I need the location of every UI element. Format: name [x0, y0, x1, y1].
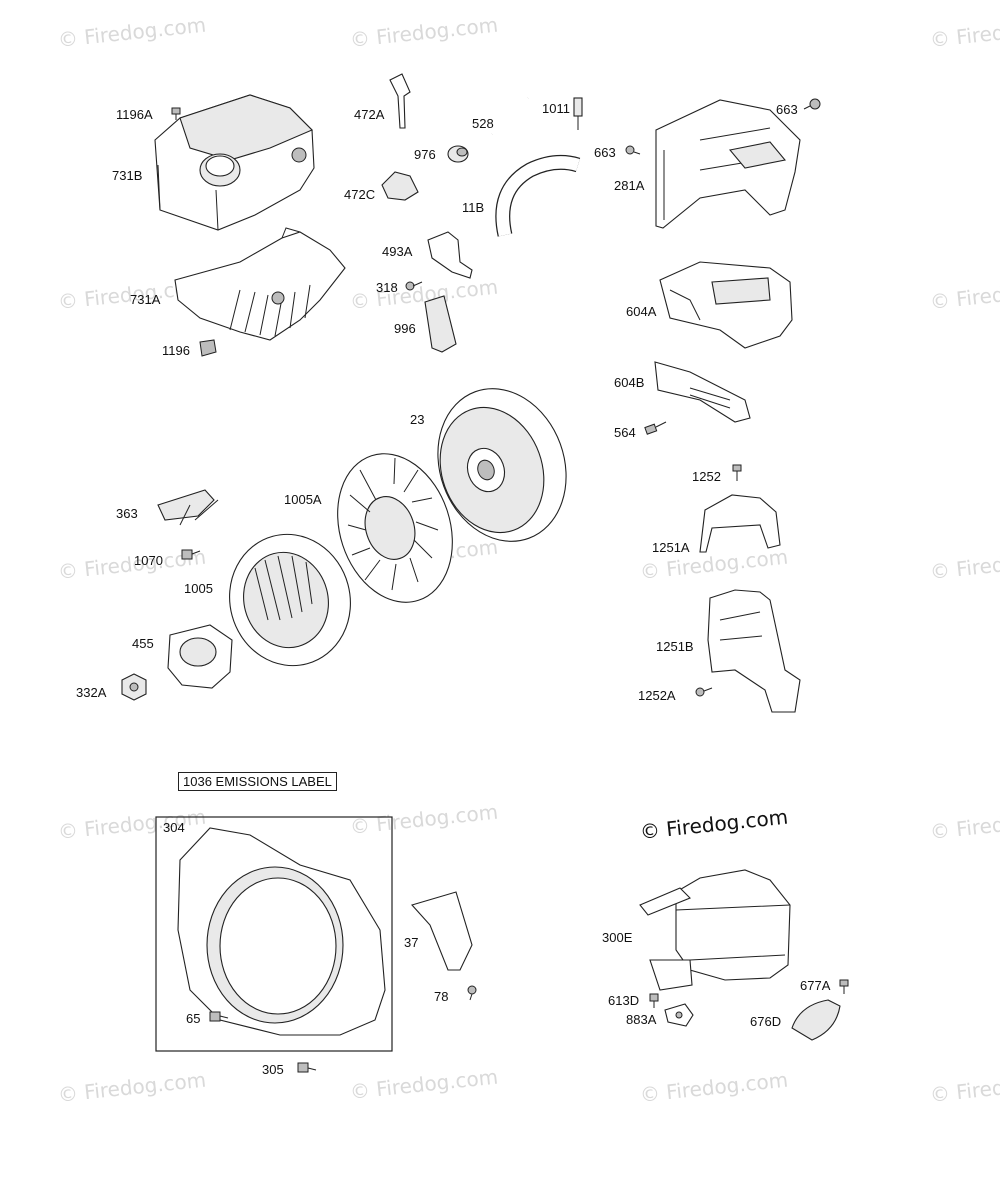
part-604B: [654, 361, 751, 423]
callout-604A: 604A: [626, 304, 657, 319]
part-528: [490, 96, 529, 136]
callout-976: 976: [414, 147, 436, 162]
part-37: [411, 891, 473, 971]
callout-1005A: 1005A: [284, 492, 322, 507]
callout-528: 528: [472, 116, 494, 131]
part-613D: [649, 993, 659, 1008]
part-305: [297, 1062, 317, 1073]
part-1252A: [695, 687, 713, 697]
callout-65: 65: [186, 1011, 201, 1026]
callout-1196: 1196: [162, 343, 190, 358]
callout-304: 304: [163, 820, 185, 835]
callout-663-top: 663: [776, 102, 798, 117]
part-976: [447, 145, 469, 163]
callout-1251A: 1251A: [652, 540, 690, 555]
callout-1252: 1252: [692, 469, 721, 484]
callout-78: 78: [434, 989, 449, 1004]
callout-676D: 676D: [750, 1014, 782, 1029]
callout-564: 564: [614, 425, 636, 440]
callout-23: 23: [410, 412, 425, 427]
part-1251B: [707, 589, 801, 713]
callout-305: 305: [262, 1062, 284, 1077]
part-677A: [839, 979, 849, 994]
part-676D: [791, 999, 841, 1041]
part-23: [437, 388, 567, 542]
part-883A: [664, 1003, 694, 1027]
part-1005: [229, 533, 351, 667]
part-318: [405, 281, 423, 291]
callout-363: 363: [116, 506, 138, 521]
part-300E: [639, 869, 791, 991]
part-1070: [181, 549, 201, 560]
callout-332A: 332A: [76, 685, 107, 700]
callout-883A: 883A: [626, 1012, 657, 1027]
part-493A: [427, 231, 473, 279]
part-996: [424, 295, 457, 353]
callout-1252A: 1252A: [638, 688, 676, 703]
part-281A: [655, 99, 801, 229]
callout-472C: 472C: [344, 187, 376, 202]
callout-11B: 11B: [462, 200, 485, 215]
part-663: [625, 98, 821, 155]
part-472A: [389, 73, 411, 129]
part-472C: [381, 171, 419, 201]
callout-1196A: 1196A: [116, 107, 153, 122]
part-564: [644, 421, 667, 435]
callout-300E: 300E: [602, 930, 633, 945]
part-304-box: [155, 816, 393, 1052]
part-1251A: [699, 494, 781, 553]
part-1011: [573, 97, 583, 130]
callout-677A: 677A: [800, 978, 831, 993]
emissions-label-box: 1036 EMISSIONS LABEL: [178, 772, 337, 791]
part-78: [467, 985, 477, 1001]
callout-1005: 1005: [184, 581, 213, 596]
part-65: [209, 1011, 229, 1022]
part-731B: [154, 94, 315, 231]
callout-1011: 1011: [542, 101, 570, 116]
callout-318: 318: [376, 280, 398, 295]
part-604A: [659, 261, 793, 349]
callout-613D: 613D: [608, 993, 640, 1008]
part-332A: [121, 673, 147, 701]
part-455: [167, 624, 233, 689]
part-11B: [495, 154, 581, 237]
callout-1070: 1070: [134, 553, 163, 568]
part-1196A: [171, 107, 181, 120]
part-731A: [174, 227, 346, 341]
part-1005A: [337, 453, 453, 603]
callout-472A: 472A: [354, 107, 385, 122]
callout-1251B: 1251B: [656, 639, 694, 654]
part-304: [177, 827, 386, 1036]
callout-455: 455: [132, 636, 154, 651]
callout-731A: 731A: [130, 292, 161, 307]
callout-37: 37: [404, 935, 419, 950]
callout-493A: 493A: [382, 244, 413, 259]
part-1196: [199, 339, 217, 357]
part-363: [157, 489, 219, 526]
part-1252: [732, 464, 742, 481]
callout-663-left: 663: [594, 145, 616, 160]
callout-731B: 731B: [112, 168, 143, 183]
callout-604B: 604B: [614, 375, 645, 390]
callout-996: 996: [394, 321, 416, 336]
callout-281A: 281A: [614, 178, 645, 193]
